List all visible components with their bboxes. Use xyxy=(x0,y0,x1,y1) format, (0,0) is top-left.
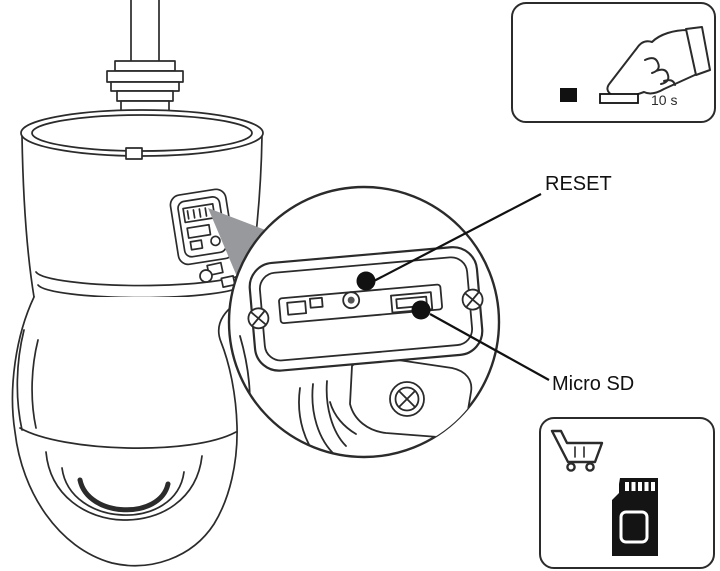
press-duration-label: 10 s xyxy=(651,92,677,108)
camera-head-seam xyxy=(19,427,237,449)
camera-dome-rings xyxy=(45,451,203,521)
shopping-cart-icon xyxy=(550,429,604,472)
sleeve-cuff xyxy=(685,26,711,76)
camera-dome-ring-dark xyxy=(77,477,171,513)
access-panel xyxy=(247,246,484,372)
sd-card-label-area xyxy=(619,510,649,544)
conduit-pipe xyxy=(130,0,160,63)
button-pressed-icon xyxy=(599,93,639,104)
magnified-view xyxy=(239,246,484,457)
micro-sd-callout-line xyxy=(429,313,550,381)
reset-marker-dot xyxy=(356,271,376,291)
cap-bracket xyxy=(125,147,143,160)
micro-sd-card-icon xyxy=(612,478,658,556)
cables xyxy=(298,380,347,457)
purchase-info-box xyxy=(539,417,715,569)
camera-head xyxy=(11,296,246,567)
reset-callout-line xyxy=(371,193,542,283)
panel-screw-left xyxy=(247,307,270,330)
press-instruction-box: 10 s xyxy=(511,2,716,123)
camera-illustration xyxy=(11,0,264,567)
sd-card-pins xyxy=(625,482,655,491)
reset-label: RESET xyxy=(545,173,612,195)
micro-sd-label: Micro SD xyxy=(552,373,634,395)
camera-head-shading xyxy=(16,329,39,431)
camera-panel-fasteners xyxy=(199,261,236,288)
panel-screw-right xyxy=(461,288,484,311)
button-released-icon xyxy=(560,88,577,102)
micro-sd-marker-dot xyxy=(411,300,431,320)
conduit-fitting xyxy=(106,60,184,114)
magnifier-wedge xyxy=(208,208,268,279)
